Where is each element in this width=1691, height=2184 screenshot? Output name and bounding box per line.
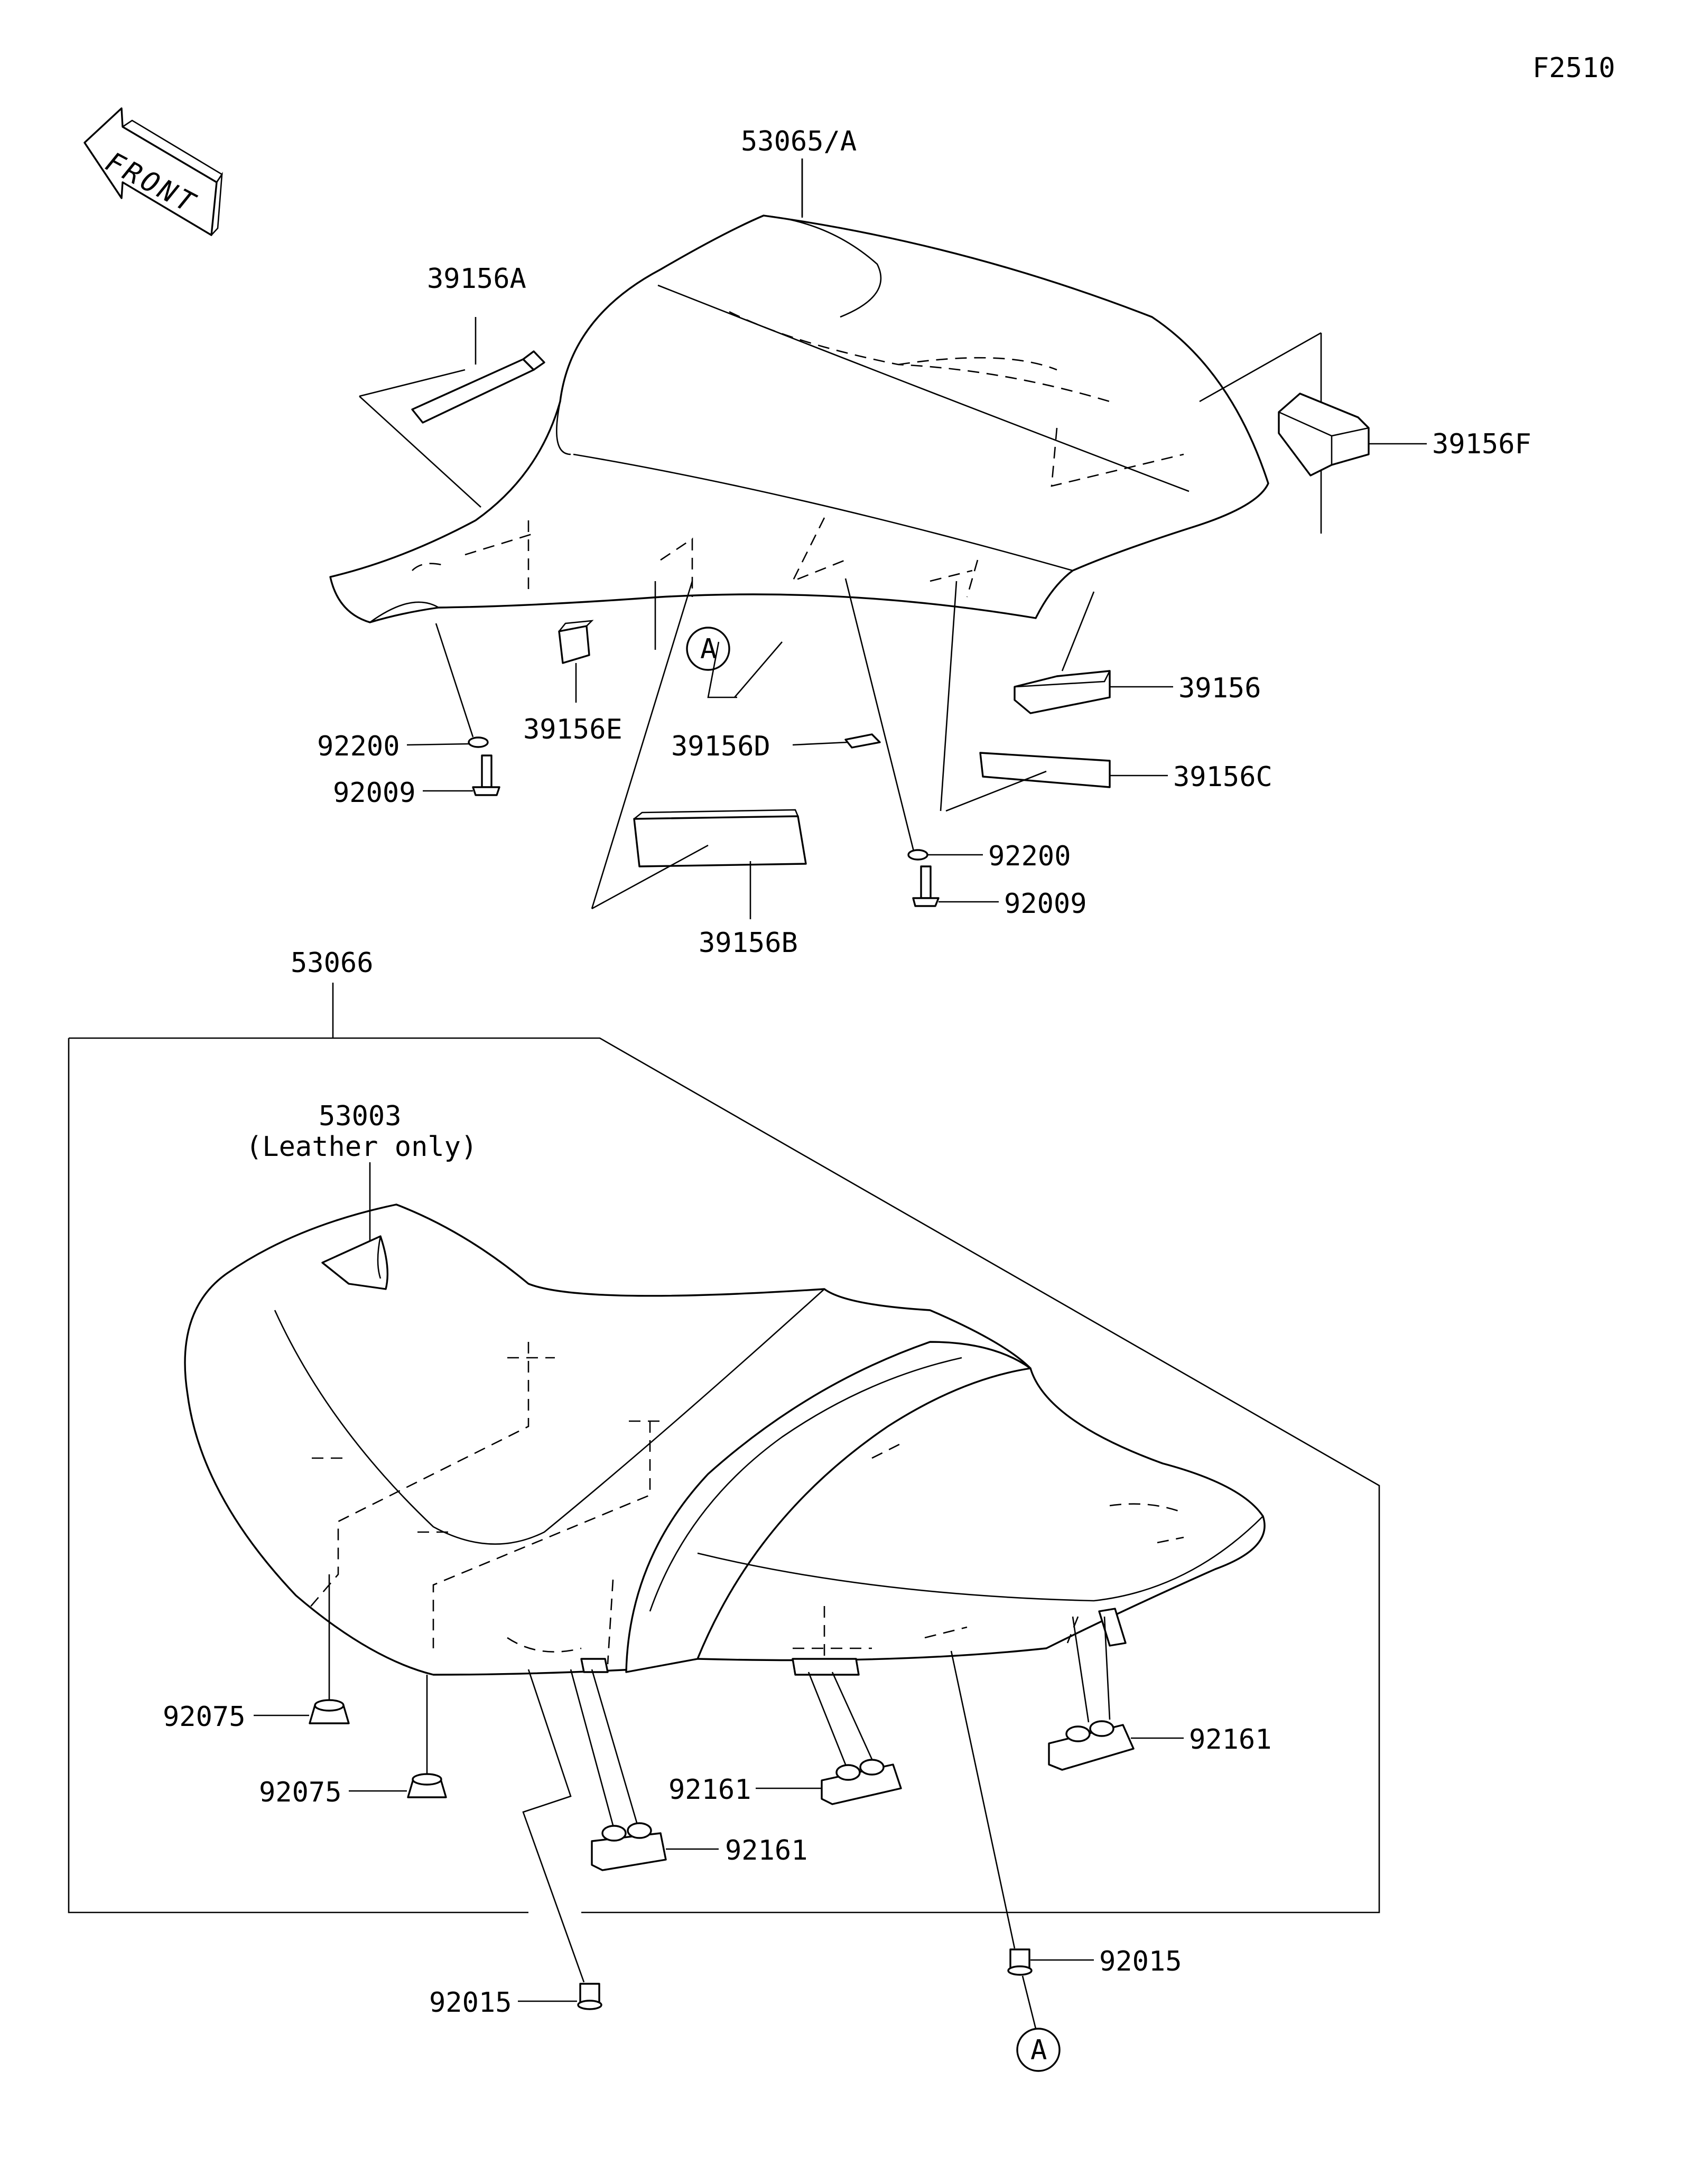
bolt-92009-left: [472, 754, 500, 796]
label-92161-rear: 92161: [1189, 1724, 1272, 1756]
upper-seat-53065: [329, 214, 1269, 623]
damper-92075-2: [407, 1773, 447, 1798]
label-39156d: 39156D: [671, 731, 770, 762]
svg-text:A: A: [1030, 2034, 1047, 2066]
washer-92200-left: [468, 736, 489, 748]
leader-92161-front: [570, 1669, 719, 1850]
label-39156b: 39156B: [699, 927, 798, 959]
label-92009-right: 92009: [1004, 888, 1087, 920]
cover-53003: [321, 1235, 389, 1290]
label-53065: 53065/A: [741, 126, 857, 157]
pad-39156d: [844, 733, 881, 749]
pad-39156e: [558, 620, 594, 664]
pad-39156a: [411, 350, 545, 424]
bracket-92161-rear: [1048, 1720, 1135, 1771]
label-92015-left: 92015: [429, 1987, 512, 2019]
bracket-92161-mid: [821, 1759, 902, 1805]
collar-92015-right: [1007, 1948, 1033, 1976]
leader-92200-left-up: [435, 623, 474, 738]
label-92075-1: 92075: [163, 1701, 246, 1733]
pad-39156: [1014, 670, 1111, 714]
label-39156: 39156: [1178, 673, 1261, 704]
label-92200-right: 92200: [988, 841, 1071, 872]
leader-92161-rear: [1072, 1616, 1184, 1739]
leader-39156: [1061, 591, 1173, 688]
label-92161-mid: 92161: [668, 1774, 751, 1806]
svg-text:A: A: [700, 633, 717, 665]
leader-39156b: [591, 844, 751, 919]
label-92161-front: 92161: [725, 1835, 808, 1866]
ref-a-upper: A: [686, 627, 730, 671]
bolt-92009-right: [912, 865, 940, 907]
label-53003-note: (Leather only): [246, 1131, 477, 1163]
pad-39156c: [979, 752, 1111, 788]
leader-92015-left: [518, 1669, 585, 2002]
label-92075-2: 92075: [259, 1777, 342, 1808]
label-53003: 53003: [319, 1100, 402, 1132]
label-92009-left: 92009: [333, 777, 416, 809]
leader-92075-1: [254, 1574, 330, 1716]
label-39156f: 39156F: [1432, 428, 1531, 460]
front-arrow-icon: FRONT: [83, 107, 223, 236]
bracket-92161-front: [591, 1822, 667, 1871]
pad-39156b: [633, 809, 807, 867]
ref-a-lower: A: [1016, 2028, 1061, 2072]
label-39156e: 39156E: [523, 714, 622, 745]
leader-92075-2: [349, 1675, 428, 1792]
leader-92015-right: [950, 1650, 1094, 2029]
collar-92015-left: [577, 1983, 602, 2010]
label-92015-right: 92015: [1099, 1946, 1182, 1977]
label-39156a: 39156A: [427, 263, 526, 295]
washer-92200-right: [907, 849, 928, 861]
leader-39156d: [792, 741, 849, 746]
seat-53066: [184, 1203, 1266, 1676]
leader-92161-mid: [756, 1672, 873, 1789]
damper-92075-1: [309, 1699, 350, 1724]
figure-code: F2510: [1532, 52, 1615, 84]
leader-39156c: [945, 770, 1168, 812]
frame-53066: [68, 983, 1380, 1914]
leader-92200-left: [406, 743, 470, 746]
label-92200-left: 92200: [317, 731, 400, 762]
label-53066: 53066: [291, 947, 374, 979]
pad-39156f: [1278, 393, 1370, 477]
label-39156c: 39156C: [1173, 761, 1272, 793]
